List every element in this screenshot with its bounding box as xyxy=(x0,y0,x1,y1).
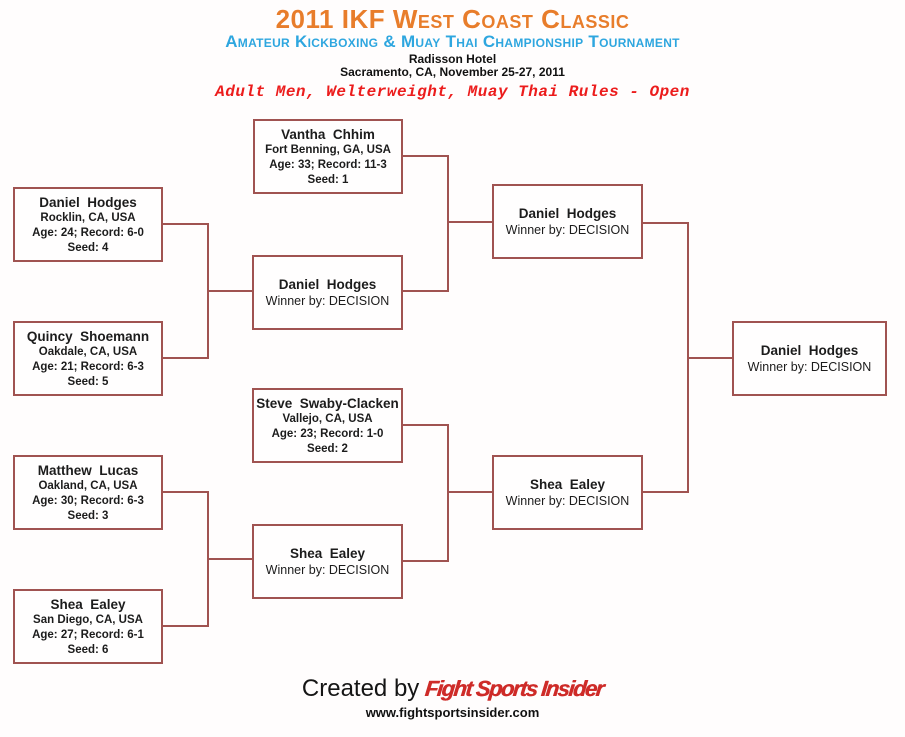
fighter-age-record: Age: 27; Record: 6-1 xyxy=(32,628,144,641)
fighter-location: Vallejo, CA, USA xyxy=(282,412,373,425)
bracket-box-semifinal-winner-top: Daniel Hodges Winner by: DECISION xyxy=(492,184,643,259)
fight-sports-insider-logo: Fight Sports Insider xyxy=(424,676,605,701)
fighter-location: Fort Benning, GA, USA xyxy=(265,143,391,156)
winner-name: Daniel Hodges xyxy=(278,276,377,292)
bracket-connector xyxy=(449,221,492,223)
fighter-name: Quincy Shoemann xyxy=(26,328,150,344)
bracket-connector xyxy=(163,357,209,359)
bracket-box-seed-4: Daniel Hodges Rocklin, CA, USA Age: 24; … xyxy=(13,187,163,262)
bracket-connector xyxy=(403,290,449,292)
fighter-name: Daniel Hodges xyxy=(39,194,137,210)
bracket-connector xyxy=(449,491,492,493)
bracket-connector xyxy=(207,223,209,359)
division-title: Adult Men, Welterweight, Muay Thai Rules… xyxy=(215,83,690,101)
bracket-box-seed-6: Shea Ealey San Diego, CA, USA Age: 27; R… xyxy=(13,589,163,664)
event-location-date: Sacramento, CA, November 25-27, 2011 xyxy=(340,65,565,79)
page-title: 2011 IKF West Coast Classic xyxy=(275,4,630,34)
winner-name: Shea Ealey xyxy=(289,545,366,561)
bracket-connector xyxy=(689,357,732,359)
bracket-connector xyxy=(403,424,449,426)
bracket-connector xyxy=(163,625,209,627)
created-by-text: Created by xyxy=(301,675,420,702)
bracket-box-semifinal-winner-bottom: Shea Ealey Winner by: DECISION xyxy=(492,455,643,530)
header: 2011 IKF West Coast Classic Amateur Kick… xyxy=(0,0,905,101)
bracket-connector xyxy=(643,491,689,493)
fighter-location: San Diego, CA, USA xyxy=(33,613,143,626)
bracket-connector xyxy=(643,222,689,224)
fighter-age-record: Age: 23; Record: 1-0 xyxy=(271,427,384,440)
fighter-age-record: Age: 24; Record: 6-0 xyxy=(32,226,144,239)
bracket-connector xyxy=(403,560,449,562)
fighter-seed: Seed: 2 xyxy=(307,442,348,455)
fighter-seed: Seed: 4 xyxy=(67,241,109,254)
winner-method: Winner by: DECISION xyxy=(505,493,630,508)
bracket-box-seed-3: Matthew Lucas Oakland, CA, USA Age: 30; … xyxy=(13,455,163,530)
bracket-connector xyxy=(209,290,253,292)
website-url: www.fightsportsinsider.com xyxy=(365,705,540,720)
bracket-connector xyxy=(209,558,253,560)
bracket-box-seed-2: Steve Swaby-Clacken Vallejo, CA, USA Age… xyxy=(252,388,403,463)
fighter-seed: Seed: 1 xyxy=(307,173,349,186)
winner-method: Winner by: DECISION xyxy=(265,293,390,308)
fighter-name: Vantha Chhim xyxy=(281,126,375,142)
bracket-box-round1-winner-top: Daniel Hodges Winner by: DECISION xyxy=(252,255,403,330)
bracket-connector xyxy=(687,222,689,493)
winner-name: Shea Ealey xyxy=(529,476,606,492)
fighter-seed: Seed: 5 xyxy=(67,375,109,388)
bracket-box-seed-1: Vantha Chhim Fort Benning, GA, USA Age: … xyxy=(253,119,403,194)
fighter-age-record: Age: 33; Record: 11-3 xyxy=(269,158,387,171)
fighter-age-record: Age: 21; Record: 6-3 xyxy=(32,360,144,373)
bracket-box-champion: Daniel Hodges Winner by: DECISION xyxy=(732,321,887,396)
fighter-name: Shea Ealey xyxy=(50,596,126,612)
fighter-seed: Seed: 3 xyxy=(67,509,109,522)
winner-method: Winner by: DECISION xyxy=(747,359,872,374)
bracket-connector xyxy=(207,491,209,627)
fighter-name: Steve Swaby-Clacken xyxy=(256,395,399,411)
winner-method: Winner by: DECISION xyxy=(265,562,390,577)
bracket-connector xyxy=(447,424,449,562)
bracket-connector xyxy=(163,223,209,225)
winner-method: Winner by: DECISION xyxy=(505,222,630,237)
fighter-location: Rocklin, CA, USA xyxy=(40,211,136,224)
fighter-name: Matthew Lucas xyxy=(37,462,139,478)
venue-name: Radisson Hotel xyxy=(408,52,497,66)
bracket-box-round1-winner-bottom: Shea Ealey Winner by: DECISION xyxy=(252,524,403,599)
winner-name: Daniel Hodges xyxy=(760,342,859,358)
fighter-location: Oakdale, CA, USA xyxy=(38,345,138,358)
bracket-connector xyxy=(163,491,209,493)
fighter-location: Oakland, CA, USA xyxy=(38,479,138,492)
page-subtitle: Amateur Kickboxing & Muay Thai Champions… xyxy=(225,32,680,51)
bracket-connector xyxy=(403,155,449,157)
fighter-age-record: Age: 30; Record: 6-3 xyxy=(32,494,144,507)
bracket-connector xyxy=(447,155,449,292)
winner-name: Daniel Hodges xyxy=(518,205,617,221)
bracket-box-seed-5: Quincy Shoemann Oakdale, CA, USA Age: 21… xyxy=(13,321,163,396)
fighter-seed: Seed: 6 xyxy=(67,643,109,656)
